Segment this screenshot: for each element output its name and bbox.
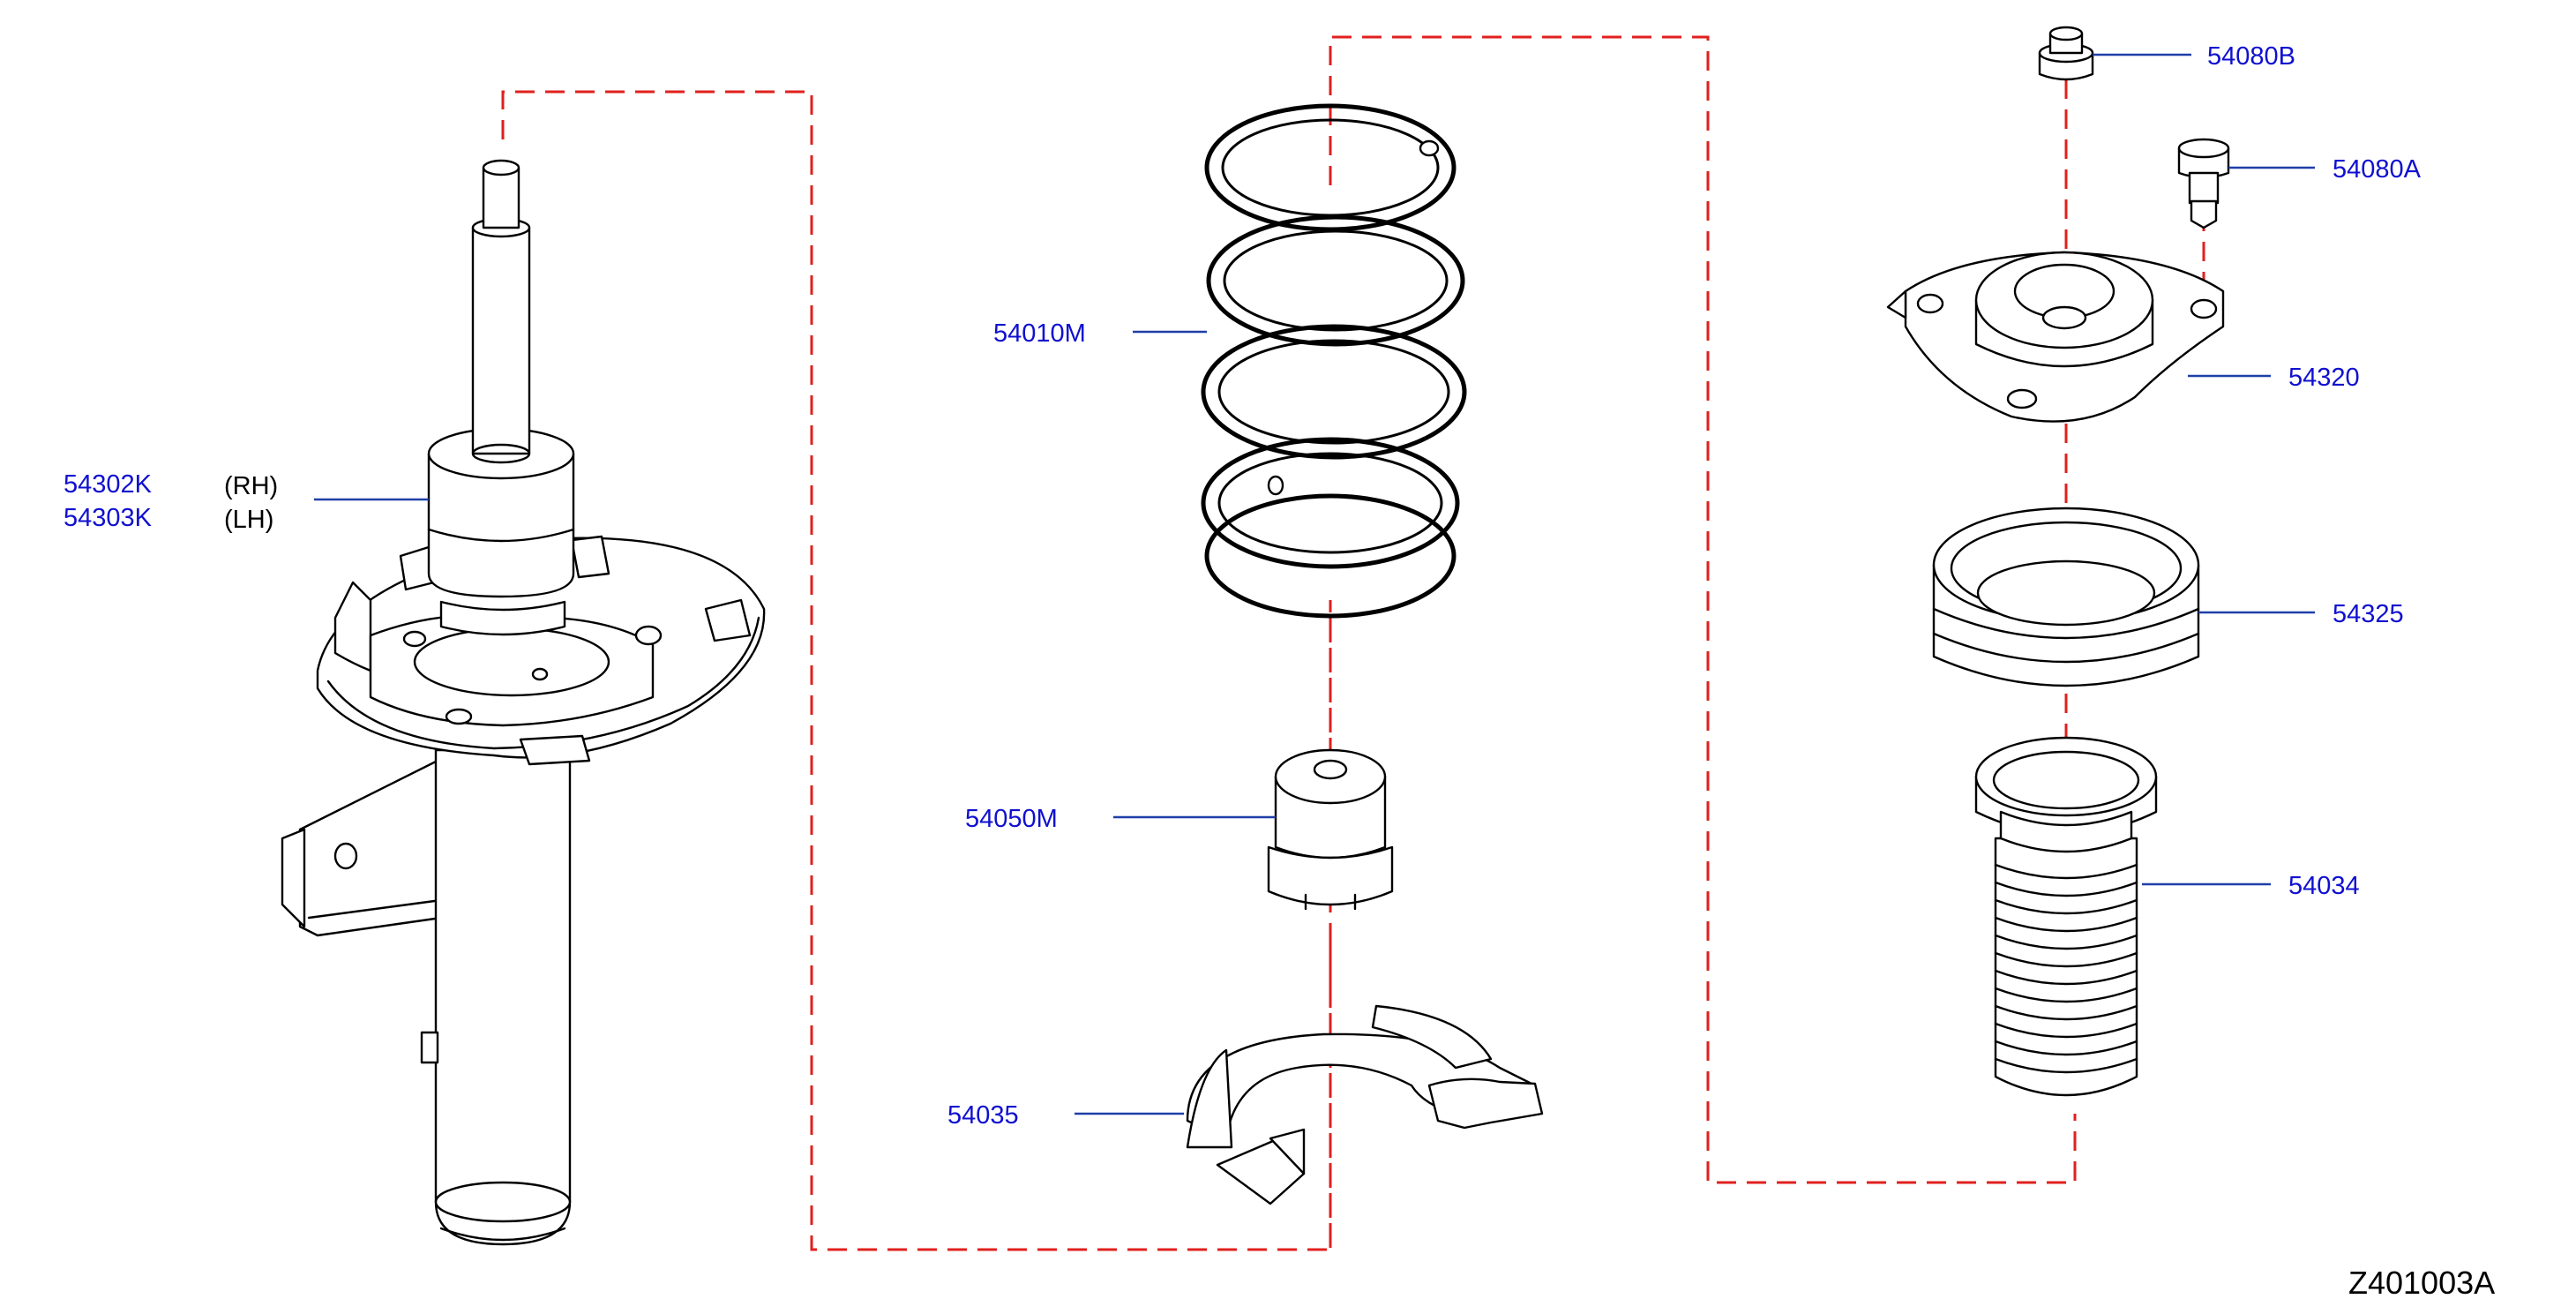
bump-stop <box>1267 748 1394 911</box>
leader-lines <box>314 53 2315 1115</box>
label-spring-seat: 54035 <box>947 1101 1019 1130</box>
dust-boot <box>1974 736 2158 1097</box>
bearing <box>1932 507 2200 687</box>
label-bump-stop: 54050M <box>965 805 1058 833</box>
strut-mount <box>1886 251 2225 423</box>
label-bolt: 54080A <box>2333 155 2422 184</box>
label-bearing: 54325 <box>2333 600 2404 628</box>
label-54302k: 54302K <box>64 470 153 499</box>
label-lh: (LH) <box>224 506 273 534</box>
label-boot: 54034 <box>2288 872 2360 900</box>
nut <box>2038 26 2094 81</box>
label-54303k: 54303K <box>64 504 153 532</box>
strut-assembly <box>281 159 766 1246</box>
label-nut: 54080B <box>2207 42 2295 71</box>
bolt <box>2177 138 2230 229</box>
label-mount: 54320 <box>2288 364 2360 392</box>
diagram-code: Z401003A <box>2348 1265 2495 1301</box>
part-labels: 54302K (RH) 54303K (LH) 54010M 54050M 54… <box>64 42 2495 1301</box>
label-rh: (RH) <box>224 472 278 500</box>
label-spring: 54010M <box>993 319 1086 348</box>
spring-seat <box>1186 1004 1544 1205</box>
coil-spring <box>1201 103 1467 619</box>
